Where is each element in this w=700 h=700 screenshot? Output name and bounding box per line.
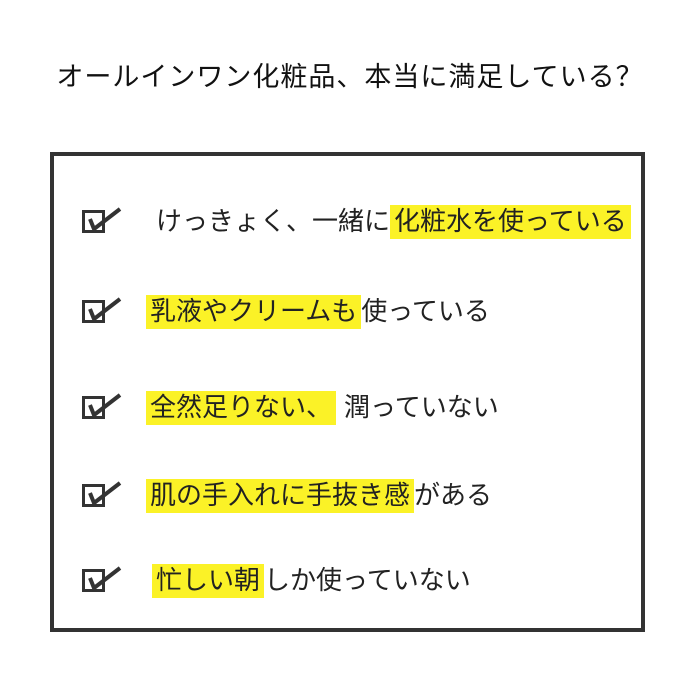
checklist-item-5: 忙しい朝しか使っていない (54, 561, 641, 601)
item-text-plain: けっきょく、一緒に (156, 207, 391, 237)
checklist-item-text: 全然足りない、潤っていない (146, 388, 499, 428)
page-title: オールインワン化粧品、本当に満足している？ (56, 62, 644, 93)
item-text-highlight: 化粧水を使っている (390, 205, 631, 239)
item-text-highlight: 全然足りない、 (146, 391, 337, 425)
checklist-item-3: 全然足りない、潤っていない (54, 388, 641, 428)
checklist-item-2: 乳液やクリームも使っている (54, 292, 641, 332)
checklist-item-text: 肌の手入れに手抜き感がある (146, 476, 492, 516)
checklist-item-text: 乳液やクリームも使っている (146, 292, 490, 332)
checked-box-icon (82, 297, 122, 323)
checked-box-icon (82, 393, 122, 419)
checked-box-icon (82, 566, 122, 592)
checklist-box: けっきょく、一緒に化粧水を使っている 乳液やクリームも使っている 全然足りない、… (50, 152, 645, 632)
checked-box-icon (82, 207, 122, 233)
checked-box-icon (82, 481, 122, 507)
item-text-plain: 使っている (361, 297, 490, 327)
checklist-item-4: 肌の手入れに手抜き感がある (54, 476, 641, 516)
item-text-plain: がある (414, 481, 493, 511)
checklist-item-1: けっきょく、一緒に化粧水を使っている (54, 202, 641, 242)
item-text-highlight: 忙しい朝 (152, 564, 265, 598)
item-text-highlight: 乳液やクリームも (146, 295, 362, 329)
item-text-plain: しか使っていない (264, 566, 471, 596)
item-text-plain: 潤っていない (344, 393, 499, 423)
checklist-item-text: 忙しい朝しか使っていない (152, 561, 471, 601)
checklist-item-text: けっきょく、一緒に化粧水を使っている (156, 202, 631, 242)
item-text-highlight: 肌の手入れに手抜き感 (146, 479, 415, 513)
